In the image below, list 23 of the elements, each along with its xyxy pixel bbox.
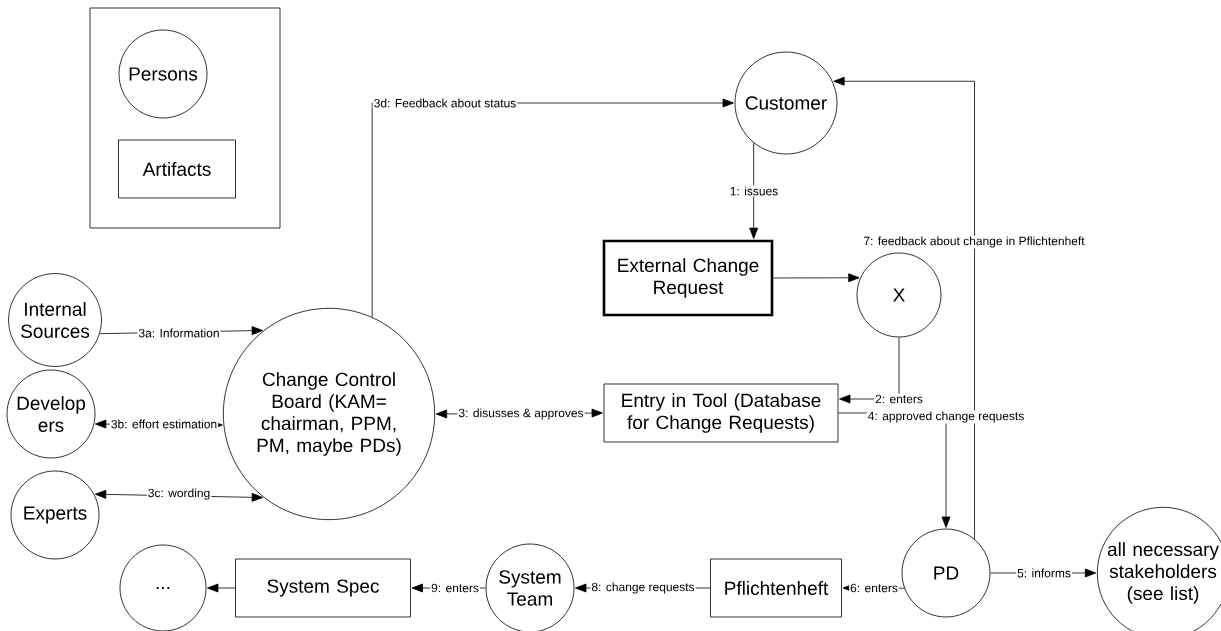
- edge-label: 8: change requests: [590, 581, 696, 595]
- edge-label: 1: issues: [728, 185, 780, 197]
- edge-label: 5: informs: [1016, 567, 1072, 579]
- artifact-box: External Change Request: [602, 239, 774, 317]
- edge-label: 3b: effort estimation: [109, 418, 219, 430]
- artifact-box: Entry in Tool (Database for Change Requests): [603, 383, 839, 443]
- edge-label: 4: approved change requests: [866, 410, 1026, 424]
- edge-label: 3d: Feedback about status: [372, 97, 518, 109]
- edge-label: 2: enters: [874, 393, 924, 405]
- edge-label: 3c: wording: [146, 487, 212, 501]
- artifact-box: Pflichtenheft: [710, 558, 842, 618]
- artifact-box: System Spec: [235, 558, 411, 618]
- edge-label: 7: feedback about change in Pflichtenheft: [862, 235, 1086, 249]
- edge-label: 3: disusses & approves: [457, 407, 585, 421]
- arrow: [207, 583, 236, 593]
- arrow: [749, 142, 759, 239]
- edge-label: 3a: Information: [137, 327, 221, 339]
- artifact-box: Artifacts: [118, 139, 236, 199]
- arrow: [833, 76, 975, 540]
- edge-label: 6: enters: [849, 582, 899, 594]
- arrow: [772, 273, 860, 283]
- legend-box: [89, 7, 281, 229]
- edge-label: 9: enters: [430, 582, 480, 594]
